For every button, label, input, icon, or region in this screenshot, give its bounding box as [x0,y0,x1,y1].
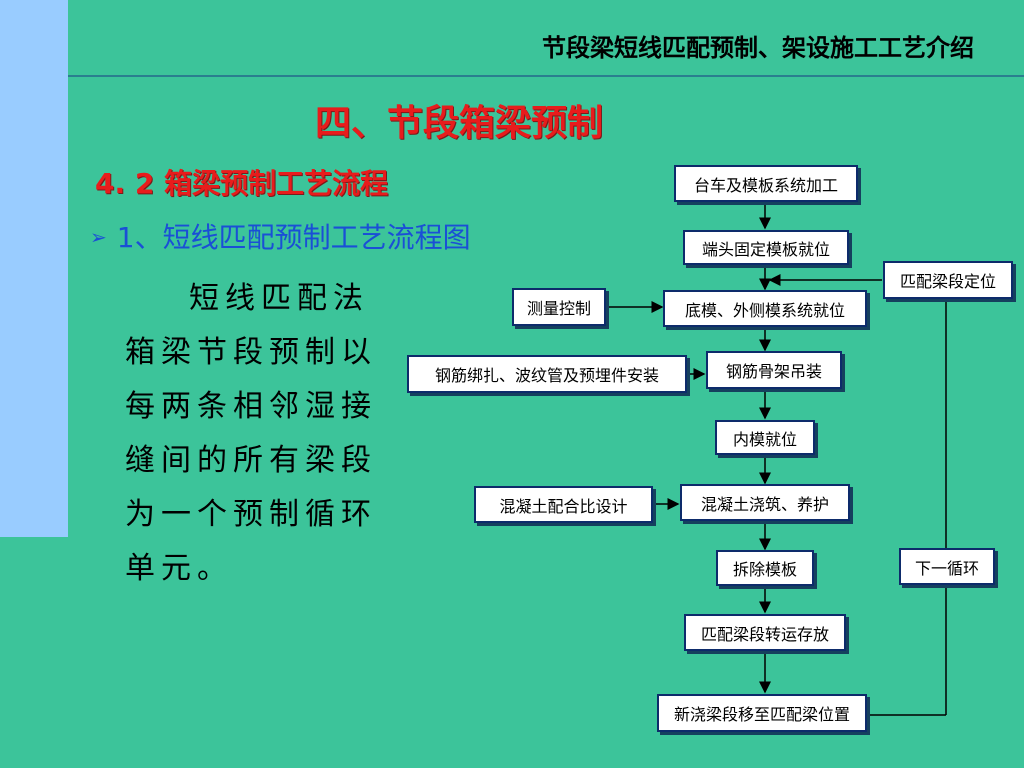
flow-loop-positioning: 匹配梁段定位 [883,261,1013,299]
flow-step-4: 钢筋骨架吊装 [706,351,842,389]
flow-loop-next-cycle: 下一循环 [899,548,995,585]
flow-input-survey: 测量控制 [512,288,606,326]
flow-input-mix-design: 混凝土配合比设计 [474,486,653,523]
flow-step-1: 台车及模板系统加工 [674,165,858,202]
flow-step-2: 端头固定模板就位 [683,230,849,265]
flow-step-7: 拆除模板 [716,550,814,586]
bullet-text: 1、短线匹配预制工艺流程图 [116,221,471,254]
arrow-bullet-icon: ➢ [90,225,107,249]
section-title: 4. 2 箱梁预制工艺流程 [95,167,389,200]
flow-step-9: 新浇梁段移至匹配梁位置 [657,694,867,732]
flow-step-8: 匹配梁段转运存放 [684,614,846,651]
page-title: 四、节段箱梁预制 [315,103,604,144]
flow-step-3: 底模、外侧模系统就位 [663,290,867,327]
body-paragraph: 短线匹配法箱梁节段预制以每两条相邻湿接缝间的所有梁段为一个预制循环单元。 [125,281,377,586]
flow-input-rebar: 钢筋绑扎、波纹管及预埋件安装 [407,355,687,393]
side-bar [0,0,68,537]
header-title: 节段梁短线匹配预制、架设施工工艺介绍 [542,34,974,62]
bullet-item: ➢ 1、短线匹配预制工艺流程图 [90,216,471,256]
flow-step-6: 混凝土浇筑、养护 [680,484,850,521]
flow-step-5: 内模就位 [715,420,815,455]
header-divider [68,75,1024,77]
